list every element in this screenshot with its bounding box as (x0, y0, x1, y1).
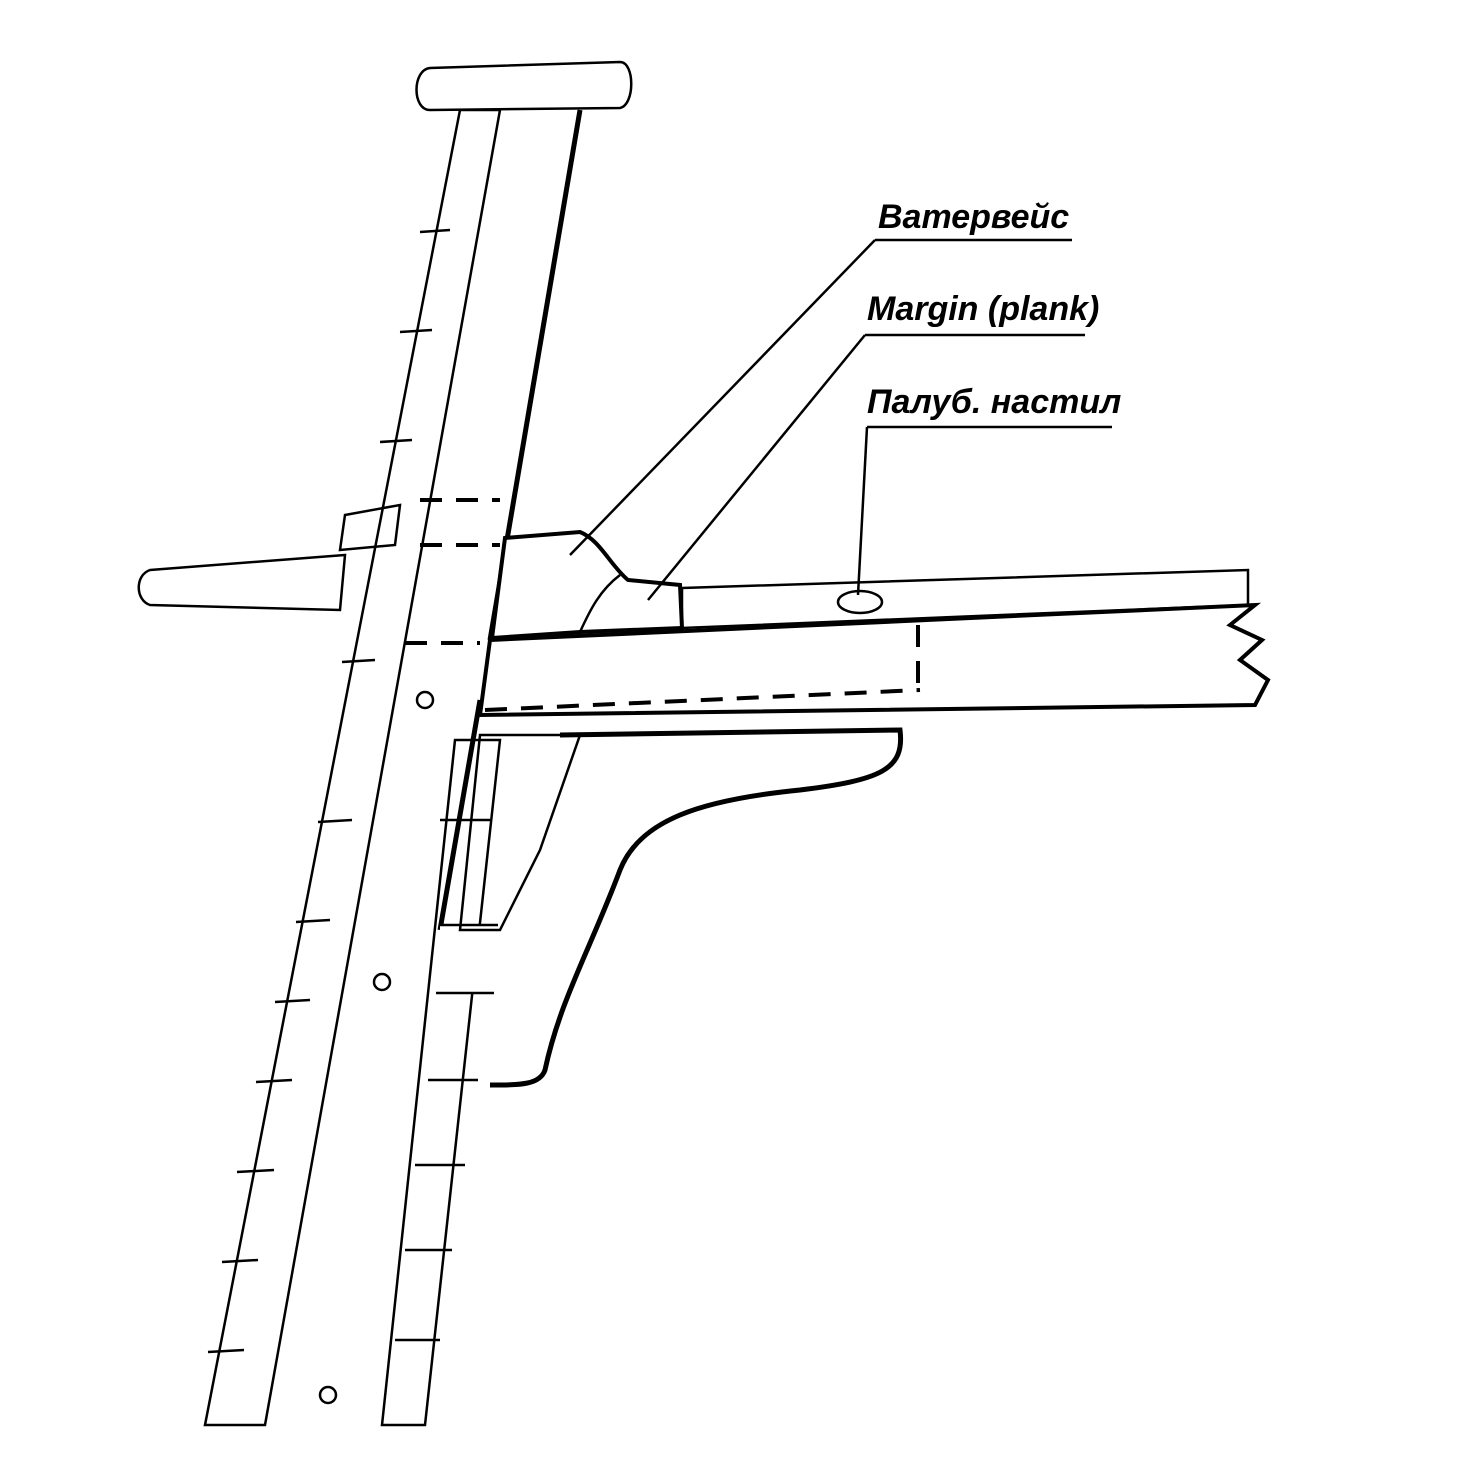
waterway (489, 529, 685, 641)
frame-timber (437, 109, 583, 931)
label-waterway: Ватервейс (878, 198, 1069, 236)
label-margin-plank: Margin (plank) (867, 290, 1099, 328)
label-deck-planking: Палуб. настил (867, 383, 1121, 421)
inner-ceiling-planking (380, 738, 502, 1427)
rivet-holes (318, 690, 435, 1405)
side-wale (137, 503, 402, 612)
deck-beam (477, 602, 1271, 718)
gunwale-rail (415, 60, 633, 112)
hanging-knee (458, 727, 904, 1088)
outer-hull-planking (203, 108, 502, 1427)
leader-lines (569, 238, 1112, 601)
bolt-dashes (405, 498, 500, 645)
